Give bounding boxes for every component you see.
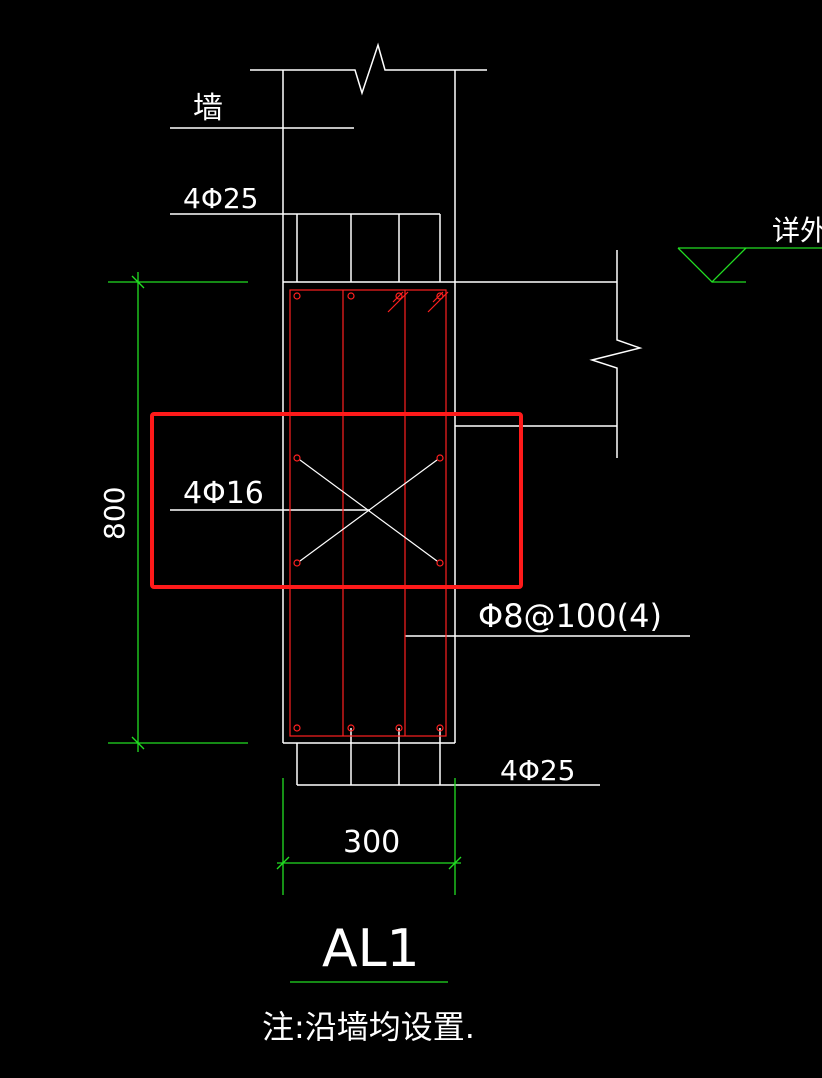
height-dimension-label: 800 xyxy=(98,487,131,540)
rebar-dot xyxy=(293,559,301,567)
leader-lines xyxy=(170,127,690,786)
beam-name: AL1 xyxy=(322,919,420,979)
detail-note-label: 详外 xyxy=(772,214,822,247)
wall-label: 墙 xyxy=(193,91,223,126)
slab-break-symbol xyxy=(589,250,643,458)
rebar-dot xyxy=(395,292,403,300)
rebar-dot xyxy=(395,724,403,732)
wall-break-symbol xyxy=(250,42,487,96)
rebar-dot xyxy=(436,292,444,300)
stirrup-label: Φ8@100(4) xyxy=(478,597,662,635)
note-text: 注:沿墙均设置. xyxy=(262,1008,475,1046)
rebar-dot xyxy=(436,559,444,567)
width-dimension-label: 300 xyxy=(343,825,400,860)
rebar-dot xyxy=(436,724,444,732)
dimensions xyxy=(108,247,822,983)
highlight-box xyxy=(150,412,523,589)
middle-rebar-label: 4Φ16 xyxy=(183,476,264,511)
rebar-dot xyxy=(436,454,444,462)
rebar-dot xyxy=(347,292,355,300)
rebar-dot xyxy=(293,454,301,462)
elevation-marker xyxy=(677,247,747,283)
bottom-rebar-label: 4Φ25 xyxy=(500,754,575,787)
rebar-cage xyxy=(289,289,449,737)
stirrup-outer xyxy=(289,289,447,737)
beam-outline xyxy=(282,250,643,744)
rebar-dot xyxy=(293,724,301,732)
wall xyxy=(250,42,487,282)
diagonal-rebar-cross xyxy=(299,459,438,562)
rebar-dot xyxy=(347,724,355,732)
top-rebar-label: 4Φ25 xyxy=(183,182,258,215)
rebar-dot xyxy=(293,292,301,300)
